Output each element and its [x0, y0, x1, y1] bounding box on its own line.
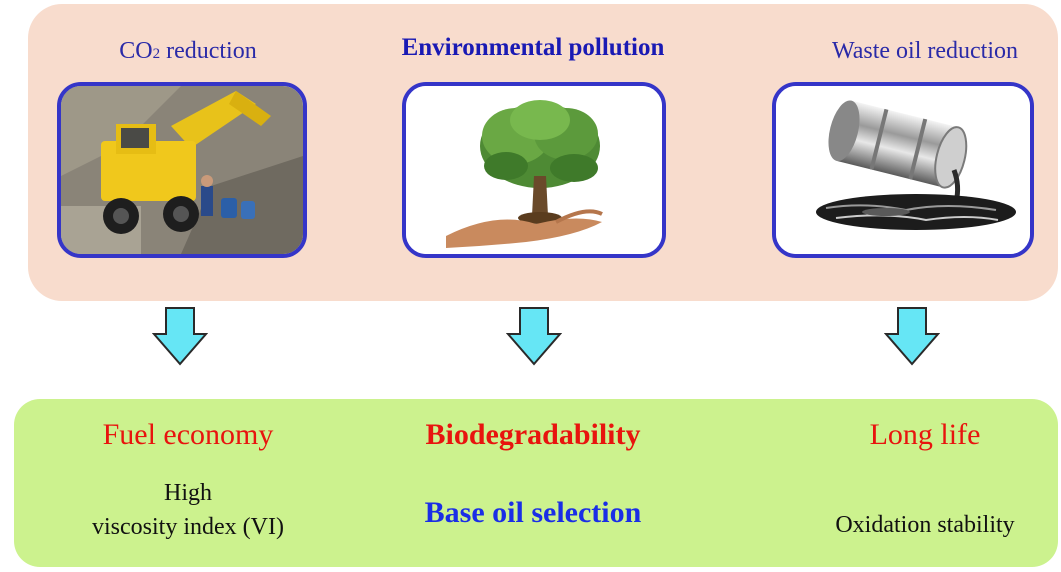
heading-fuel-economy: Fuel economy: [102, 418, 274, 451]
down-arrow-icon: [884, 307, 940, 366]
subtext-base-oil-selection: Base oil selection: [424, 496, 642, 529]
tree-in-hand-photo: [406, 86, 662, 254]
subtext-oxidation-stability: Oxidation stability: [835, 512, 1015, 538]
spilling-oil-drum-photo: [776, 86, 1030, 254]
title-environmental-pollution: Environmental pollution: [401, 34, 665, 61]
tree-photo-frame: [402, 82, 666, 258]
title-waste-oil-reduction: Waste oil reduction: [831, 38, 1018, 64]
heading-biodegradability: Biodegradability: [425, 418, 641, 451]
subtext-line-1: High: [164, 480, 212, 506]
excavator-photo-frame: [57, 82, 307, 258]
subtext-high-viscosity-index: High viscosity index (VI): [38, 476, 338, 544]
down-arrow-icon: [506, 307, 562, 366]
subtext-line-2: viscosity index (VI): [92, 514, 284, 540]
heading-long-life: Long life: [869, 418, 981, 451]
bottom-panel: [14, 399, 1058, 567]
oil-drum-photo-frame: [772, 82, 1034, 258]
title-co2-reduction: CO2 reduction: [119, 38, 257, 64]
down-arrow-icon: [152, 307, 208, 366]
excavator-photo: [61, 86, 303, 254]
